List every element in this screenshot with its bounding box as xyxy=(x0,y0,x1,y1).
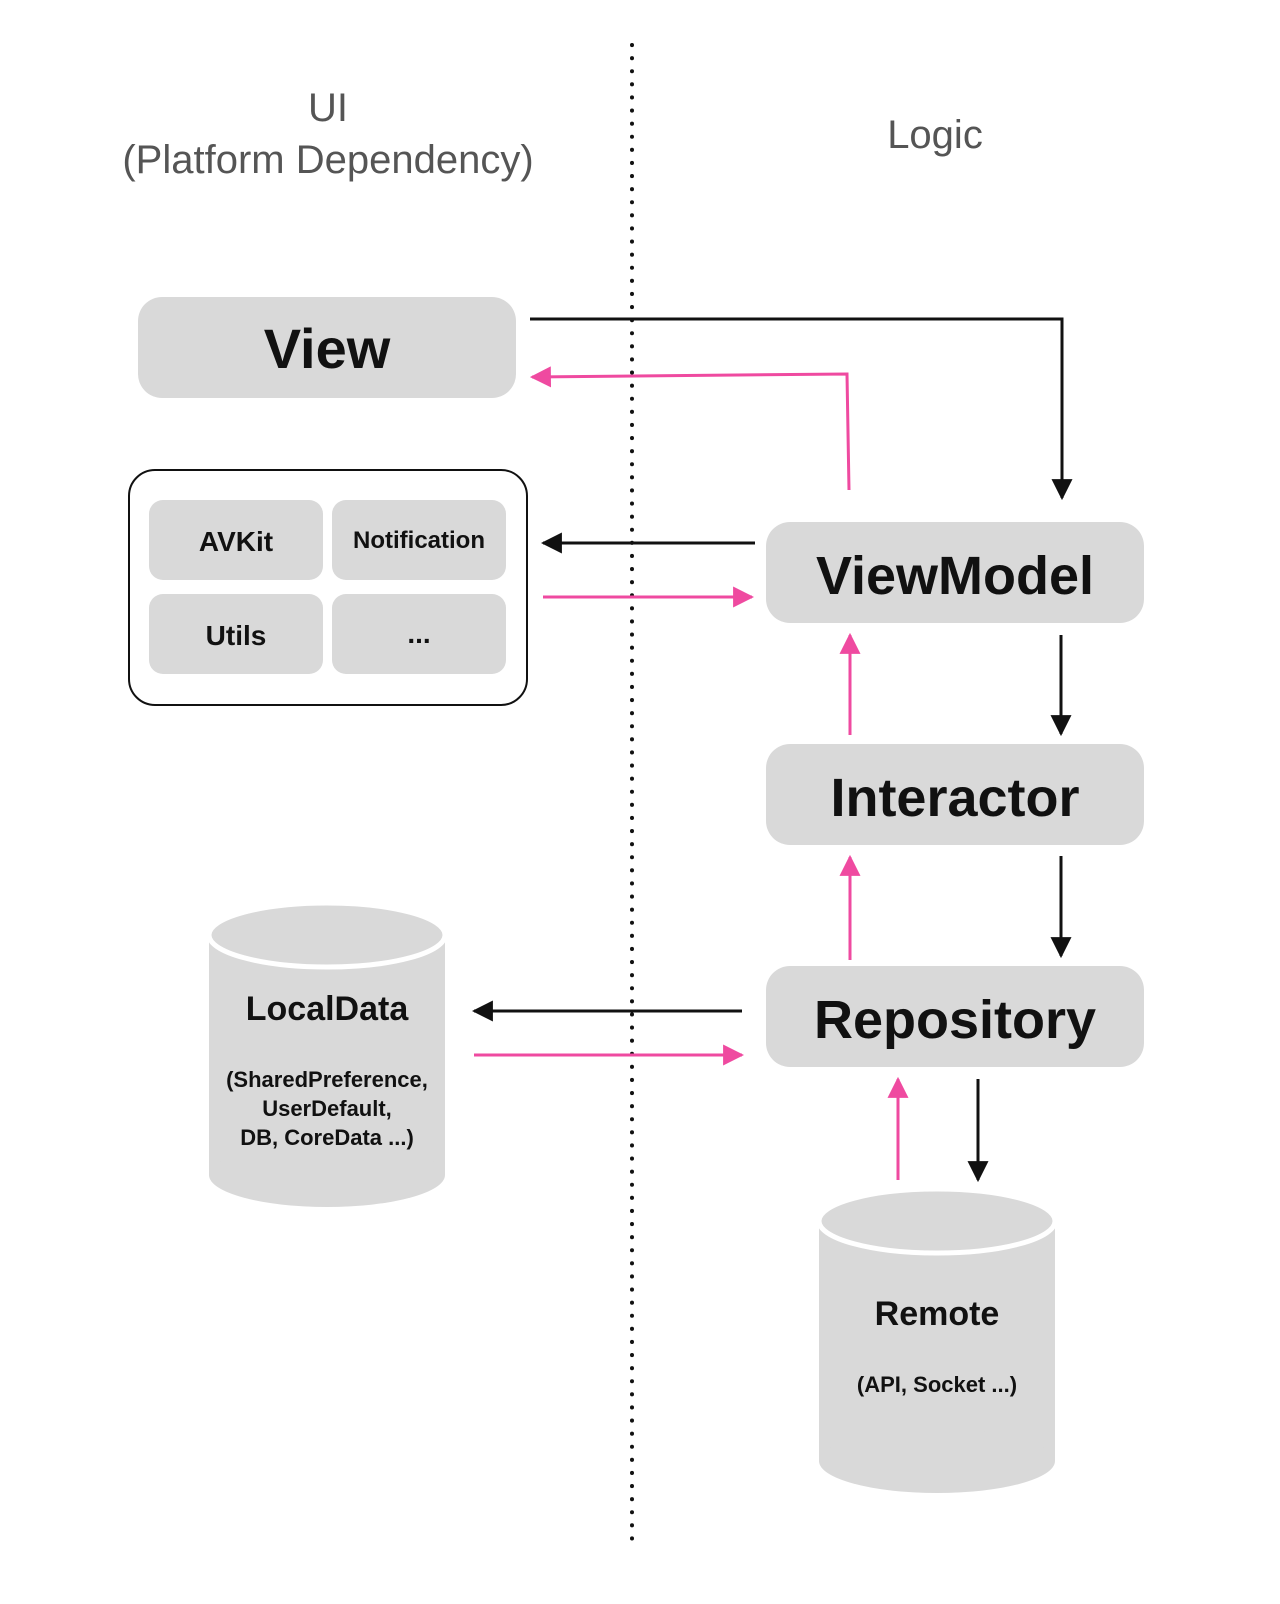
notification-label: Notification xyxy=(353,527,485,554)
logic-header: Logic xyxy=(887,113,983,157)
localdata-detail-line2: UserDefault, xyxy=(262,1096,392,1121)
viewmodel-to-view-arrow xyxy=(529,366,851,491)
viewmodel-node: ViewModel xyxy=(766,522,1144,623)
localdata-cylinder: LocalData (SharedPreference, UserDefault… xyxy=(206,900,448,1207)
more-modules-label: ... xyxy=(407,618,430,649)
avkit-label: AVKit xyxy=(199,526,273,557)
localdata-detail-line3: DB, CoreData ...) xyxy=(240,1125,414,1150)
repository-label: Repository xyxy=(814,990,1096,1050)
utils-label: Utils xyxy=(206,620,267,651)
viewmodel-label: ViewModel xyxy=(816,546,1094,606)
repository-node: Repository xyxy=(766,966,1144,1067)
ui-header: UI xyxy=(308,86,348,130)
localdata-title: LocalData xyxy=(246,990,410,1028)
platform-modules-group: AVKit Notification Utils ... xyxy=(128,469,528,706)
remote-title: Remote xyxy=(875,1295,1000,1333)
ui-header-subtitle: (Platform Dependency) xyxy=(122,138,533,182)
view-label: View xyxy=(264,317,391,380)
remote-detail: (API, Socket ...) xyxy=(857,1372,1017,1397)
interactor-label: Interactor xyxy=(830,768,1079,828)
view-to-viewmodel-arrow xyxy=(530,317,1073,501)
view-node: View xyxy=(138,297,516,398)
remote-cylinder: Remote (API, Socket ...) xyxy=(816,1186,1058,1493)
interactor-node: Interactor xyxy=(766,744,1144,845)
localdata-detail-line1: (SharedPreference, xyxy=(226,1067,428,1092)
